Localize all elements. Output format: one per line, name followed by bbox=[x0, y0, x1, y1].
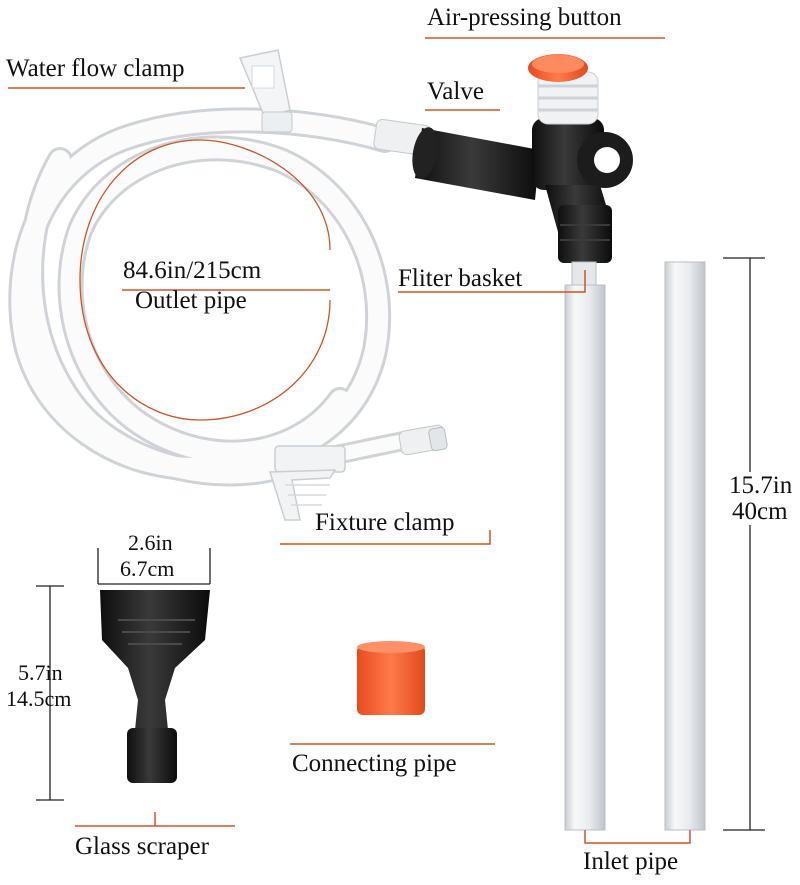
extension-inlet-pipe bbox=[664, 261, 706, 831]
fixture-clamp-label: Fixture clamp bbox=[315, 509, 455, 536]
connecting-pipe-part bbox=[357, 641, 425, 715]
water-flow-clamp-label: Water flow clamp bbox=[6, 55, 185, 82]
valve-body bbox=[412, 118, 633, 263]
outlet-pipe-label: Outlet pipe bbox=[135, 287, 247, 314]
hose-end-connector bbox=[398, 424, 448, 456]
annotation-lines bbox=[8, 37, 691, 844]
water-flow-clamp-part bbox=[238, 49, 293, 133]
scraper-width-cm-label: 6.7cm bbox=[120, 556, 175, 581]
air-pressing-button-label: Air-pressing button bbox=[427, 4, 622, 31]
inlet-pipe-with-filter bbox=[564, 261, 606, 831]
valve-label: Valve bbox=[427, 78, 484, 105]
filter-basket-label: Fliter basket bbox=[398, 265, 523, 292]
fixture-clamp bbox=[268, 445, 346, 521]
scraper-height-cm-label: 14.5cm bbox=[6, 686, 72, 711]
glass-scraper-label: Glass scraper bbox=[75, 833, 209, 860]
outlet-pipe-dimension-arc bbox=[79, 139, 331, 421]
inlet-length-cm-label: 40cm bbox=[732, 498, 788, 525]
dimension-lines bbox=[36, 257, 765, 831]
glass-scraper-part bbox=[100, 590, 210, 783]
connecting-pipe-label: Connecting pipe bbox=[292, 750, 457, 777]
scraper-height-in-label: 5.7in bbox=[18, 660, 63, 685]
air-pressing-button-part bbox=[528, 54, 599, 125]
inlet-pipe-label: Inlet pipe bbox=[583, 848, 679, 875]
inlet-length-in-label: 15.7in bbox=[729, 472, 793, 499]
pipe-length-label: 84.6in/215cm bbox=[123, 257, 262, 284]
scraper-width-in-label: 2.6in bbox=[128, 530, 173, 555]
